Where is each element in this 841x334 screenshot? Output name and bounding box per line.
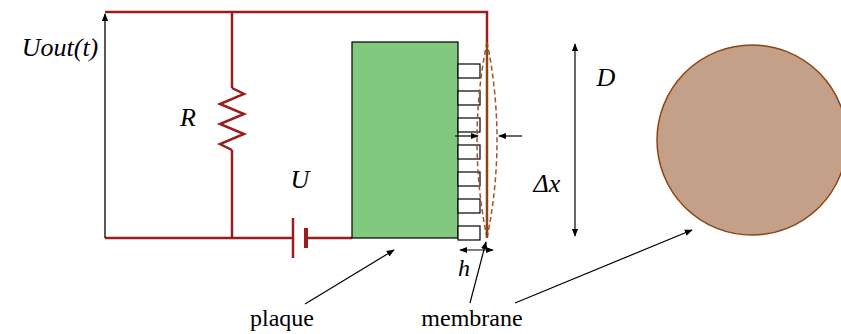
part-label: membrane <box>421 306 522 330</box>
plate <box>352 42 480 240</box>
diameter-label: D <box>597 65 616 91</box>
resistor-label: R <box>180 105 196 131</box>
circuit-wires <box>105 12 487 258</box>
comb-gap <box>458 199 480 213</box>
comb-gap <box>458 172 480 186</box>
source-voltage-label: U <box>291 167 310 193</box>
leader-lines <box>305 230 692 304</box>
resistor-symbol <box>220 88 244 150</box>
membrane-disc <box>657 45 841 235</box>
output-voltage-label: Uout(t) <box>22 35 99 61</box>
gap-label: h <box>458 256 470 280</box>
comb-gap <box>458 64 480 78</box>
battery-symbol <box>292 218 295 258</box>
part-label: plaque <box>250 306 314 330</box>
dimension-arrows <box>455 44 575 250</box>
comb-gap <box>458 226 480 240</box>
comb-gap <box>458 91 480 105</box>
displacement-label: Δx <box>534 171 561 197</box>
voltage-arrow <box>104 14 105 238</box>
membrane-section <box>477 42 497 238</box>
